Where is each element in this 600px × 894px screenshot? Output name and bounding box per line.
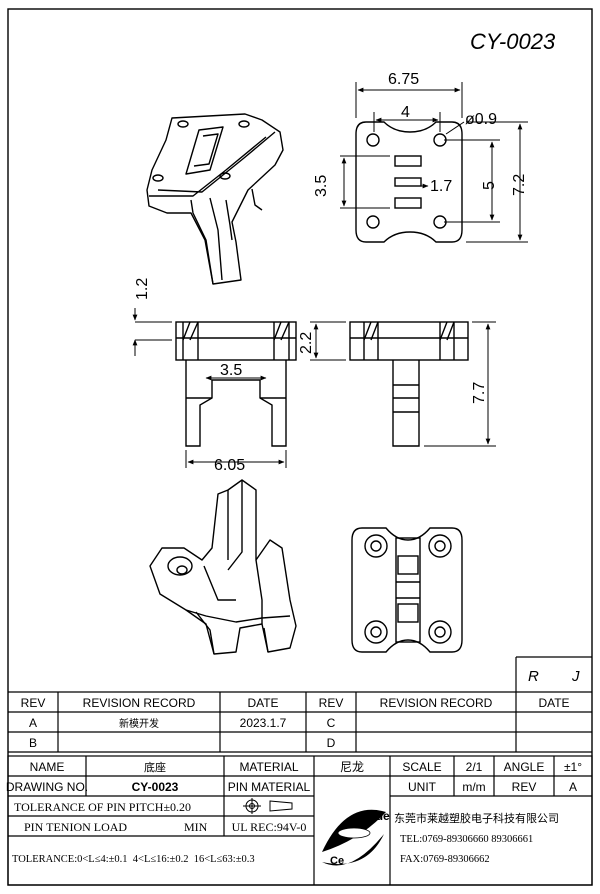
unit-label: UNIT [408, 780, 437, 794]
rev-value: A [569, 780, 577, 794]
tolerance-line: TOLERANCE:0<L≤4:±0.1 4<L≤16:±0.2 16<L≤63… [12, 854, 255, 865]
dim-side-height: 7.7 [471, 382, 488, 404]
pitch-tolerance: TOLERANCE OF PIN PITCH±0.20 [14, 800, 191, 814]
sheet-border [7, 8, 593, 886]
angle-value: ±1° [564, 760, 582, 774]
unit-value: m/m [462, 780, 485, 794]
dim-total-height: 7.2 [511, 174, 528, 196]
ul-rec: UL REC:94V-0 [232, 820, 307, 834]
rev-row-b-rev: B [29, 736, 37, 750]
side-view [349, 321, 469, 447]
pin-load-label: PIN TENION LOAD [24, 820, 127, 834]
corner-letter-j: J [571, 668, 580, 685]
drawing-id: CY-0023 [470, 29, 556, 54]
front-view [175, 321, 297, 447]
rev-header-date-2: DATE [538, 696, 569, 710]
rev-header-record-1: REVISION RECORD [83, 696, 196, 710]
dim-top-inner: 4 [401, 104, 410, 121]
rev-row-a-rev: A [29, 716, 37, 730]
logo-text: Ψue [366, 809, 390, 823]
pin-material-label: PIN MATERIAL [228, 780, 311, 794]
top-view-dimensions [340, 82, 528, 243]
drawing-no-value: CY-0023 [132, 780, 179, 794]
rev-header-date-1: DATE [247, 696, 278, 710]
dim-slot-height: 3.5 [313, 175, 330, 197]
dim-front-gap: 3.5 [220, 362, 242, 379]
material-value: 尼龙 [340, 760, 364, 774]
dim-side-top: 2.2 [298, 332, 315, 354]
scale-label: SCALE [402, 760, 441, 774]
corner-letter-r: R [528, 668, 539, 685]
dim-hole-dia: ø0.9 [465, 111, 497, 128]
rev-row-d-rev: D [327, 736, 336, 750]
rev-row-c-rev: C [327, 716, 336, 730]
drawing-no-label: DRAWING NO. [6, 780, 88, 794]
bottom-view [351, 527, 463, 653]
dim-slot-width: 1.7 [430, 178, 452, 195]
rev-header-rev-2: REV [319, 696, 344, 710]
front-view-dimensions [132, 308, 287, 468]
rev-label: REV [512, 780, 537, 794]
company-fax: FAX:0769-89306662 [400, 854, 490, 865]
revision-table [8, 691, 592, 753]
iso-view-bottom [149, 479, 297, 655]
company-name: 东莞市莱越塑胶电子科技有限公司 [394, 811, 559, 825]
rev-header-record-2: REVISION RECORD [380, 696, 493, 710]
projection-symbol-icon [243, 798, 293, 814]
logo-mark: Ce [330, 855, 344, 867]
rev-header-rev-1: REV [21, 696, 46, 710]
title-block [7, 755, 593, 886]
name-value: 底座 [144, 760, 166, 774]
side-view-dimensions [310, 321, 496, 447]
angle-label: ANGLE [504, 760, 545, 774]
rev-row-a-date: 2023.1.7 [240, 716, 287, 730]
name-label: NAME [30, 760, 65, 774]
material-label: MATERIAL [239, 760, 298, 774]
dim-front-width: 6.05 [214, 457, 245, 474]
dim-pin-offset: 1.2 [134, 278, 151, 300]
rev-row-a-record: 新模开发 [119, 717, 159, 730]
company-tel: TEL:0769-89306660 89306661 [400, 834, 533, 845]
iso-view-top [146, 113, 284, 285]
dim-top-width: 6.75 [388, 71, 419, 88]
scale-value: 2/1 [466, 760, 483, 774]
top-view [355, 121, 463, 243]
pin-load-value: MIN [184, 820, 208, 834]
dim-pin-spacing: 5 [481, 181, 498, 190]
corner-box [515, 656, 592, 692]
company-logo: Ce Ψue [322, 809, 390, 867]
